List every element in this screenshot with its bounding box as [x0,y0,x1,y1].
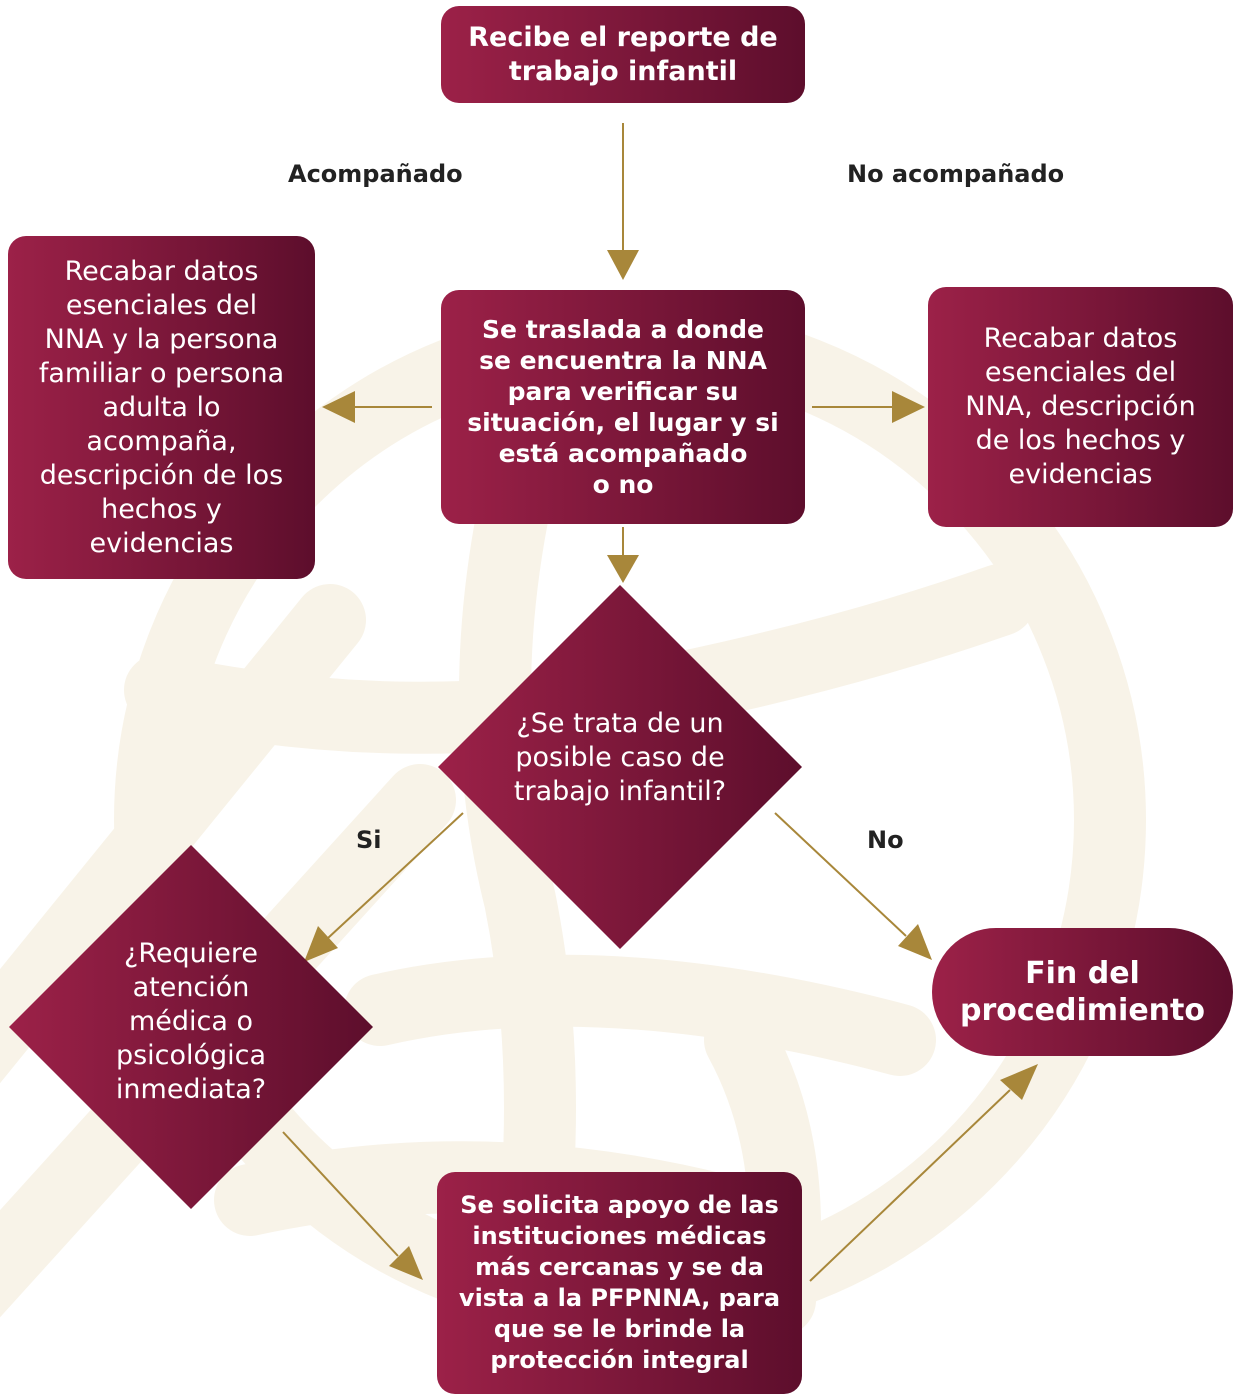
decision-medical-text: ¿Requiere atención médica o psicológica … [115,938,267,1105]
arrowhead-to-support [389,1246,423,1280]
request-support-box: Se solicita apoyo de las instituciones m… [437,1172,802,1394]
arrowhead-to-end [1000,1064,1038,1100]
decision-child-labor-shape [438,585,802,949]
connector-support-to-end [809,1089,1011,1282]
decision-medical-shape [9,845,373,1209]
arrowhead-start-to-verify [607,250,639,280]
accompanied-data-box: Recabar datos esenciales del NNA y la pe… [8,236,315,579]
arrowhead-to-accompanied [322,391,355,423]
decision-child-labor-text: ¿Se trata de un posible caso de trabajo … [513,708,727,807]
label-yes: Si [356,826,382,854]
arrowhead-to-decision [607,555,639,583]
label-not-accompanied: No acompañado [847,160,1065,188]
verify-box: Se traslada a donde se encuentra la NNA … [441,290,805,524]
label-accompanied: Acompañado [288,160,463,188]
arrowhead-to-unaccompanied [892,391,925,423]
connector-medical-to-support [282,1131,399,1257]
label-no: No [867,826,904,854]
connector-no [774,812,907,937]
start-box: Recibe el reporte de trabajo infantil [441,6,805,103]
end-terminal: Fin del procedimiento [932,928,1233,1056]
arrowhead-no [898,924,932,960]
arrowhead-yes [304,926,338,962]
unaccompanied-data-box: Recabar datos esenciales del NNA, descri… [928,287,1233,527]
connector-yes [327,812,464,939]
